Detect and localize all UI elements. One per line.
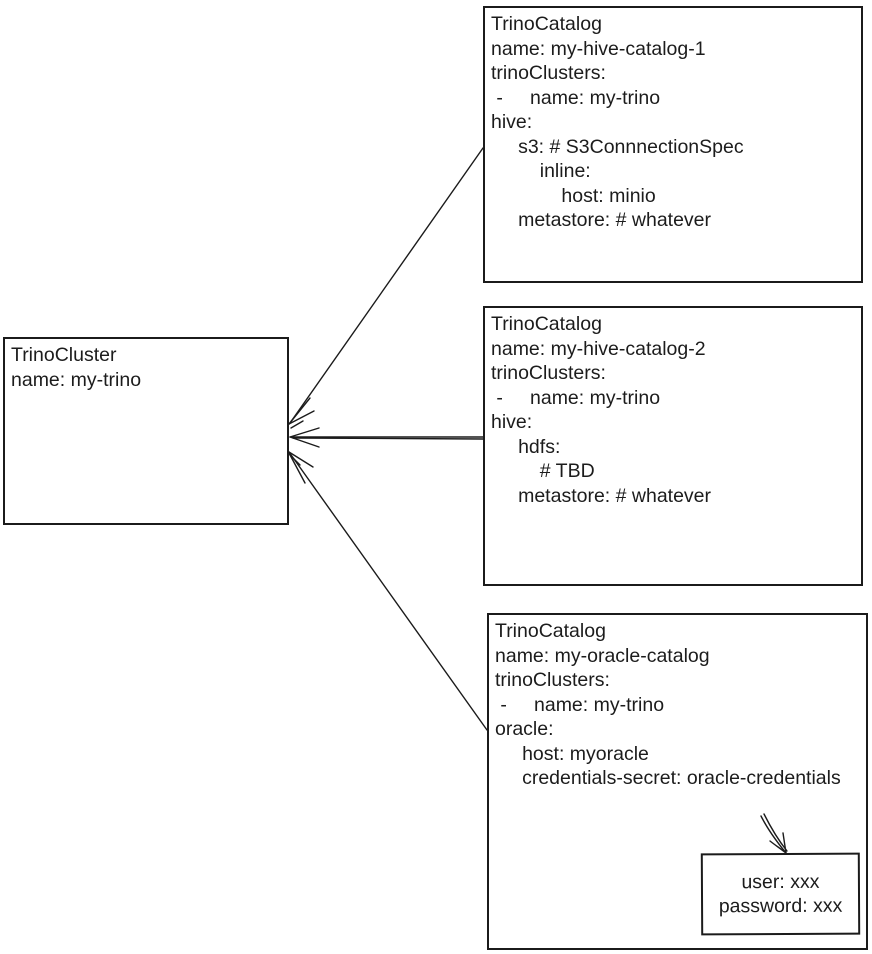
yaml-line: credentials-secret: oracle-credentials xyxy=(495,767,841,789)
yaml-line: metastore: # whatever xyxy=(491,209,712,231)
yaml-line: - name: my-trino xyxy=(495,693,665,716)
yaml-line: hive: xyxy=(491,111,533,133)
yaml-line: inline: xyxy=(491,160,591,182)
arrowhead-icon xyxy=(288,452,306,484)
trino-cluster-box: TrinoCluster name: my-trino xyxy=(3,337,289,525)
connector-line xyxy=(292,437,484,440)
arrowhead-icon xyxy=(288,397,311,425)
arrowhead-icon xyxy=(288,451,314,468)
yaml-line: name: my-trino xyxy=(11,368,142,391)
arrowhead-icon xyxy=(288,410,315,425)
yaml-line: - name: my-trino xyxy=(491,386,661,409)
trino-catalog-box-3: TrinoCatalog name: my-oracle-catalog tri… xyxy=(487,613,868,950)
connector-catalog1-to-cluster xyxy=(288,147,484,429)
trino-catalog-box-2: TrinoCatalog name: my-hive-catalog-2 tri… xyxy=(483,306,863,586)
yaml-line: trinoClusters: xyxy=(495,669,610,691)
arrowhead-icon xyxy=(289,427,320,438)
yaml-line: TrinoCatalog xyxy=(491,13,602,35)
arrowhead-icon xyxy=(290,420,304,429)
yaml-line: metastore: # whatever xyxy=(491,484,712,507)
trino-cluster-text: TrinoCluster name: my-trino xyxy=(5,339,287,396)
yaml-line: s3: # S3ConnnectionSpec xyxy=(491,135,744,158)
yaml-line: # TBD xyxy=(491,460,595,482)
trino-catalog-2-text: TrinoCatalog name: my-hive-catalog-2 tri… xyxy=(485,308,861,512)
yaml-line: trinoClusters: xyxy=(491,362,606,384)
trino-catalog-box-1: TrinoCatalog name: my-hive-catalog-1 tri… xyxy=(483,6,863,283)
yaml-line: oracle: xyxy=(495,718,554,740)
yaml-line: TrinoCatalog xyxy=(495,620,606,642)
connector-catalog3-to-cluster xyxy=(288,451,488,731)
yaml-line: password: xxx xyxy=(718,894,843,918)
yaml-line: trinoClusters: xyxy=(491,62,606,84)
connector-catalog2-to-cluster xyxy=(289,427,484,448)
yaml-line: host: minio xyxy=(491,184,656,207)
connector-line xyxy=(289,147,484,424)
arrowhead-icon xyxy=(289,436,320,448)
yaml-line: hdfs: xyxy=(491,435,561,458)
yaml-line: name: my-hive-catalog-1 xyxy=(491,37,706,60)
yaml-line: user: xxx xyxy=(741,870,820,893)
yaml-line: - name: my-trino xyxy=(491,86,661,109)
yaml-line: name: my-oracle-catalog xyxy=(495,644,710,667)
yaml-line: TrinoCatalog xyxy=(491,313,602,335)
trino-catalog-3-text: TrinoCatalog name: my-oracle-catalog tri… xyxy=(489,615,866,795)
arrowhead-icon xyxy=(289,454,301,466)
connector-line xyxy=(288,451,488,731)
trino-catalog-1-text: TrinoCatalog name: my-hive-catalog-1 tri… xyxy=(485,8,861,237)
credentials-secret-box: user: xxx password: xxx xyxy=(700,852,861,936)
yaml-line: host: myoracle xyxy=(495,742,649,765)
yaml-line: TrinoCluster xyxy=(11,344,117,366)
yaml-line: hive: xyxy=(491,411,533,433)
yaml-line: name: my-hive-catalog-2 xyxy=(491,337,706,360)
